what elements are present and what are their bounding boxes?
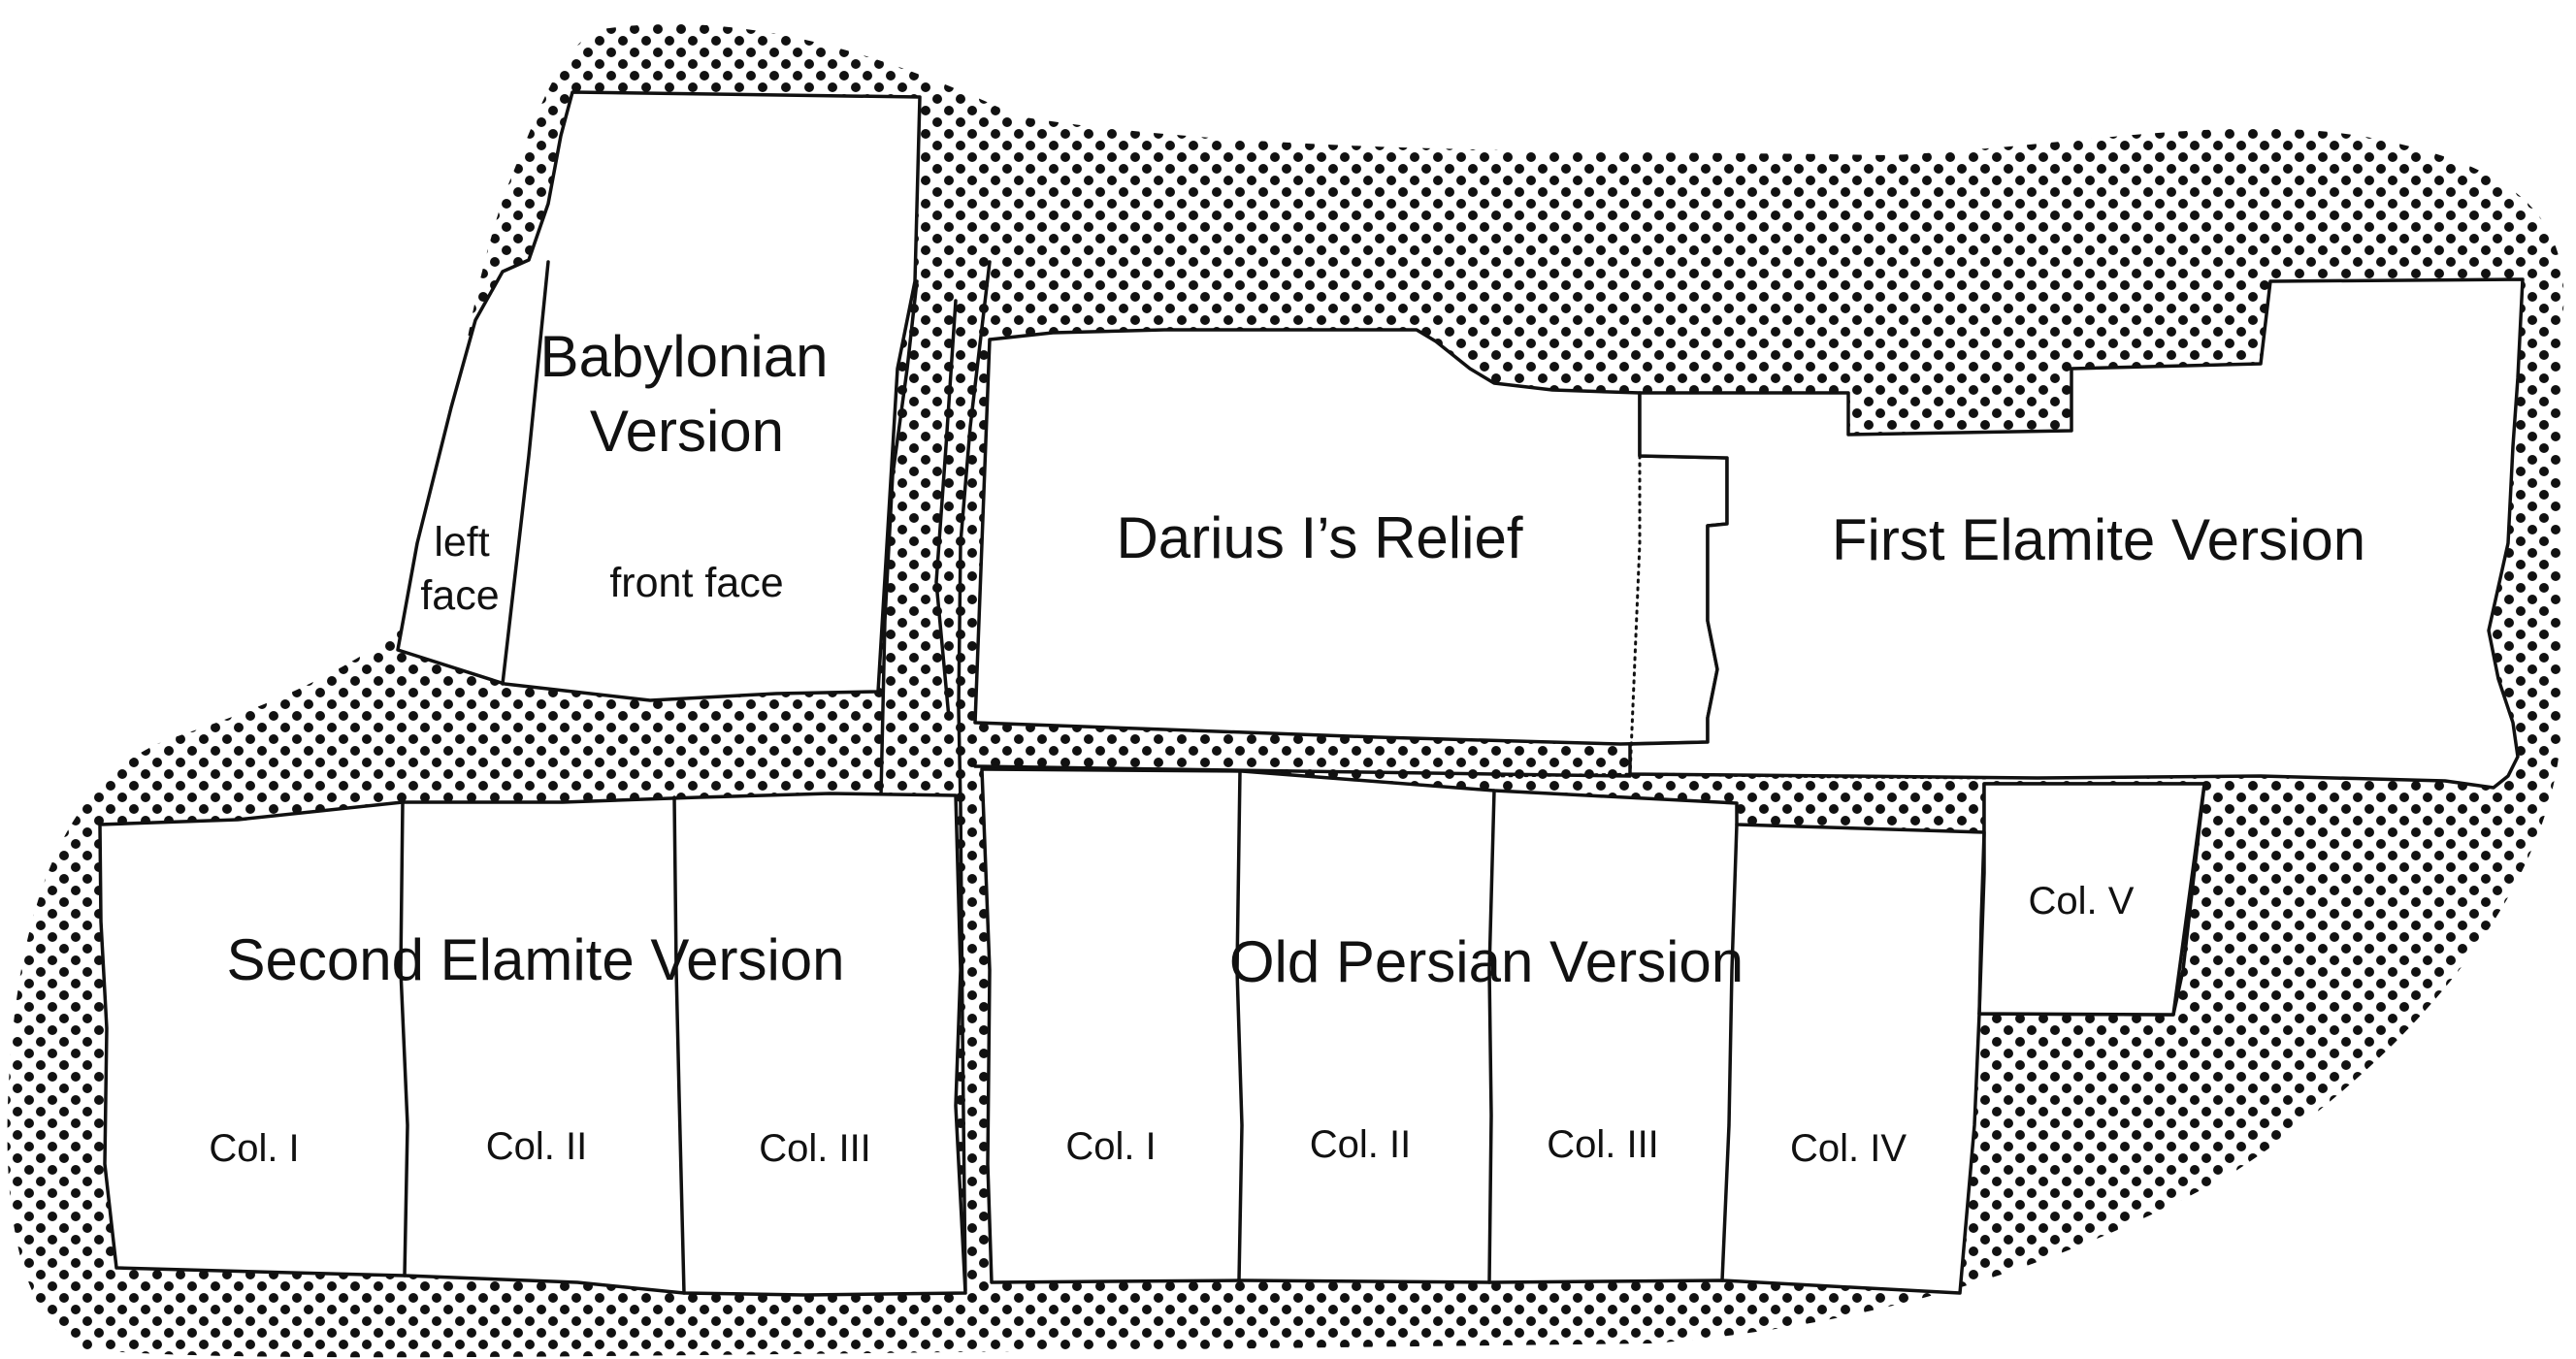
first-elamite-title: First Elamite Version [1832,507,2365,572]
old-persian-col-label-5: Col. V [2029,880,2135,922]
second-elamite-col-label-1: Col. I [209,1127,299,1170]
rock-crack-1 [879,279,919,797]
second-elamite-column-divider-2 [672,795,686,1295]
babylonian-panel-outline [396,90,922,702]
babylonian-title-line2: Version [590,399,784,464]
babylonian-version-panel: Babylonian Version left face front face [396,90,922,702]
old-persian-col-label-3: Col. III [1547,1123,1659,1166]
old-persian-col-label-4: Col. IV [1790,1127,1907,1170]
front-face-label: front face [609,560,783,606]
second-elamite-title: Second Elamite Version [226,927,844,992]
old-persian-column-divider-4 [1977,830,1986,1016]
first-elamite-panel-outline [1628,277,2525,790]
relief-title: Darius I’s Relief [1116,505,1522,570]
old-persian-col-label-2: Col. II [1310,1123,1411,1166]
old-persian-column-divider-2 [1487,789,1496,1284]
old-persian-col-label-1: Col. I [1065,1125,1156,1168]
babylonian-title-line1: Babylonian [540,324,829,389]
left-face-label-line1: left [434,519,489,566]
old-persian-column-divider-3 [1720,823,1739,1282]
second-elamite-col-label-2: Col. II [486,1125,587,1168]
old-persian-version-panel: Old Persian Version Col. I Col. II Col. … [980,767,2206,1295]
old-persian-title: Old Persian Version [1229,929,1744,994]
second-elamite-version-panel: Second Elamite Version Col. I Col. II Co… [98,792,967,1297]
babylonian-face-divider [501,260,550,686]
second-elamite-panel-outline [98,792,967,1297]
relief-and-first-elamite-panel: Darius I’s Relief First Elamite Version [973,277,2525,790]
rock-crack-3 [957,260,992,1292]
second-elamite-col-label-3: Col. III [759,1127,871,1170]
old-persian-column-divider-1 [1235,769,1244,1282]
rock-crack-2 [934,299,958,720]
left-face-label-line2: face [420,572,499,619]
second-elamite-column-divider-1 [399,800,409,1278]
